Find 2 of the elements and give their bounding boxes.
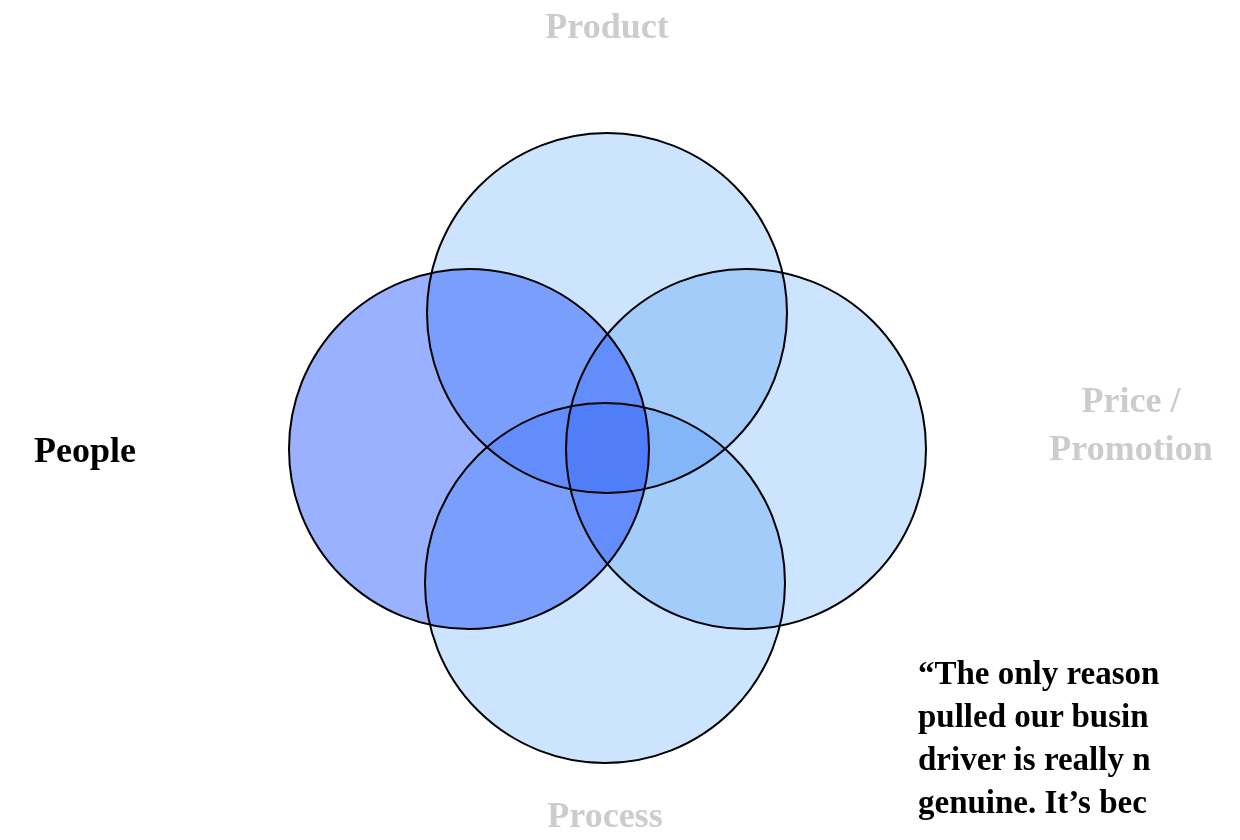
circle-label: People <box>33 429 137 472</box>
quote-text: “The only reason pulled our busin driver is really n genuine. It’s bec <box>918 654 1161 822</box>
